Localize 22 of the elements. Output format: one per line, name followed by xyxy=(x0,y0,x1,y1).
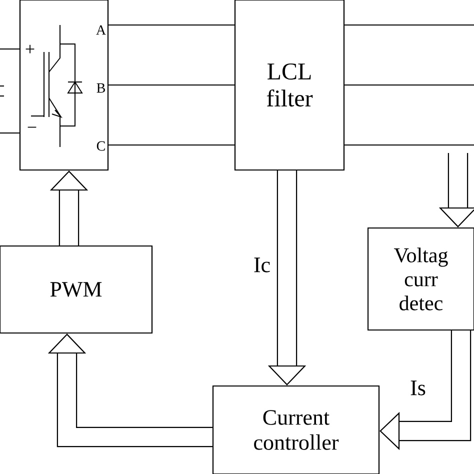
block-arrow xyxy=(380,330,472,450)
wire xyxy=(0,48,20,50)
terminal-label: C xyxy=(96,141,105,151)
block-box xyxy=(19,0,109,171)
wire xyxy=(344,84,474,86)
wire xyxy=(0,132,20,134)
wire xyxy=(344,144,474,146)
wire xyxy=(108,24,234,26)
block-box: Voltag curr detec xyxy=(367,227,474,331)
wire xyxy=(108,84,234,86)
block-box: Current controller xyxy=(212,385,380,474)
block-arrow xyxy=(48,334,212,448)
edge-label: Ic xyxy=(252,256,272,274)
wire xyxy=(108,144,234,146)
terminal-label: B xyxy=(96,83,105,93)
terminal-label: + xyxy=(26,44,34,54)
edge-label: Is xyxy=(409,380,427,396)
terminal-label: − xyxy=(28,126,36,128)
terminal-label: A xyxy=(96,25,106,35)
block-box: PWM xyxy=(0,245,153,334)
block-box: LCL filter xyxy=(234,0,345,171)
wire xyxy=(344,24,474,26)
